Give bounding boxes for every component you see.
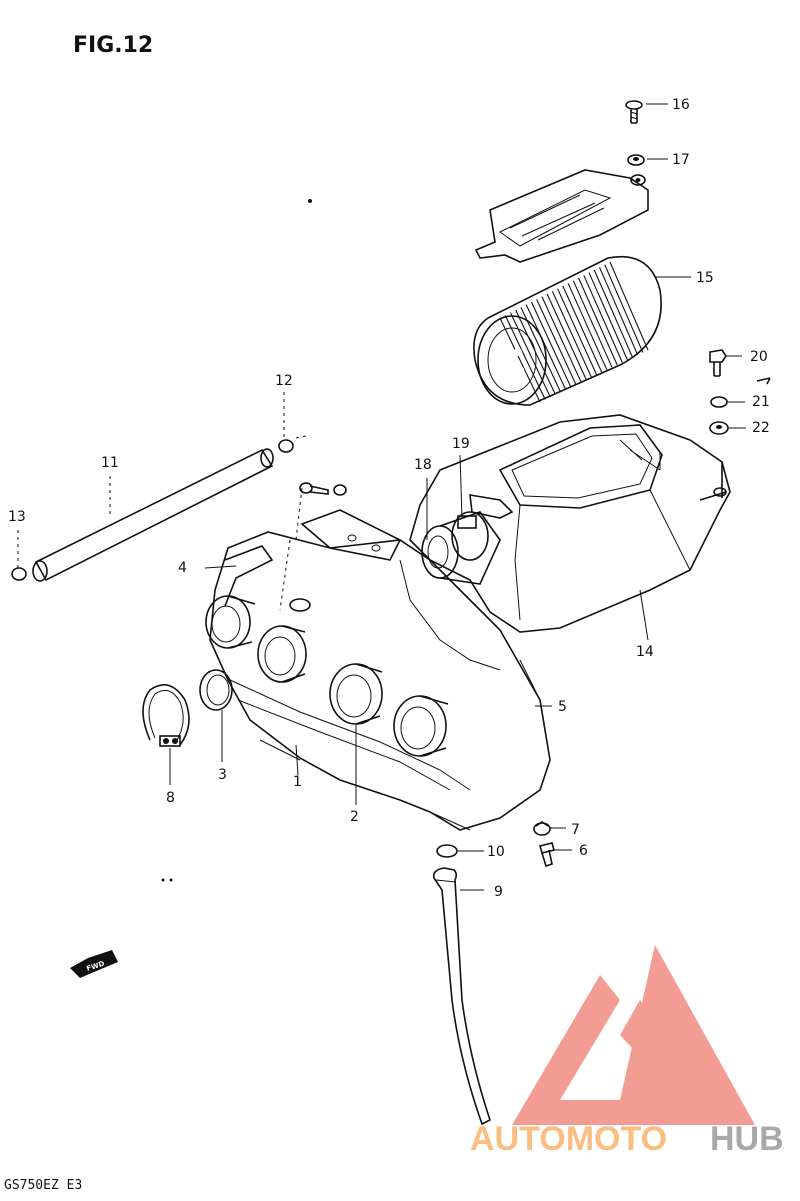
part-label-10: 10 xyxy=(487,844,505,860)
part-label-3: 3 xyxy=(218,767,227,783)
part-label-6: 6 xyxy=(579,843,588,859)
watermark-word-hub: HUB xyxy=(710,1120,784,1158)
filter-pleats xyxy=(499,261,649,403)
filter-pleat-line xyxy=(562,285,603,373)
filter-pleat-line xyxy=(593,269,634,358)
part-label-11: 11 xyxy=(101,455,119,471)
watermark-logo-inner-icon xyxy=(620,945,740,1100)
filter-pleat-line xyxy=(499,317,541,403)
filter-pleat-line xyxy=(599,267,639,356)
part-label-15: 15 xyxy=(696,270,714,286)
part-label-2: 2 xyxy=(350,809,359,825)
filter-pleat-line xyxy=(541,296,582,383)
filter-pleat-line xyxy=(536,299,577,385)
intake-chamber-1 xyxy=(209,509,551,831)
part-label-5: 5 xyxy=(558,699,567,715)
intake-port-4 xyxy=(393,695,449,757)
air-cleaner-case-14 xyxy=(409,414,731,633)
filter-pleat-line xyxy=(525,304,567,390)
part-label-20: 20 xyxy=(750,349,768,365)
screw-small xyxy=(299,482,347,496)
seal-4 xyxy=(224,545,274,607)
dot xyxy=(161,878,165,882)
clamp-19 xyxy=(451,494,514,561)
breather-pipe-11 xyxy=(32,448,274,582)
screw-6 xyxy=(539,842,555,868)
filter-pleat-line xyxy=(557,288,598,375)
intake-port-1 xyxy=(205,595,256,649)
forward-arrow-icon: FWD xyxy=(70,950,118,978)
filter-pleat-line xyxy=(572,280,613,368)
filter-pleat-line xyxy=(609,261,649,351)
filter-pleat-line xyxy=(530,301,572,388)
washer-22 xyxy=(709,421,729,435)
filter-pleat-line xyxy=(588,272,628,361)
part-number-labels: 1 2 3 4 5 6 7 8 9 10 11 12 13 14 15 16 1… xyxy=(8,97,770,900)
part-label-17: 17 xyxy=(672,152,690,168)
part-label-13: 13 xyxy=(8,509,26,525)
screw-16 xyxy=(625,100,643,124)
clip-12 xyxy=(278,439,294,453)
automotohub-watermark: AUTOMOTO HUB xyxy=(470,945,784,1158)
part-label-12: 12 xyxy=(275,373,293,389)
part-label-16: 16 xyxy=(672,97,690,113)
clip-13 xyxy=(11,567,27,581)
filter-pleat-line xyxy=(551,291,592,378)
filter-pleat-line xyxy=(583,275,623,363)
model-footer: GS750EZ E3 xyxy=(4,1178,82,1193)
dot xyxy=(169,878,173,882)
filter-pleat-line xyxy=(567,283,608,371)
drain-hose-9 xyxy=(432,867,491,1126)
intake-boot-18 xyxy=(421,511,501,585)
clip-10 xyxy=(436,844,458,858)
part-label-14: 14 xyxy=(636,644,654,660)
part-label-21: 21 xyxy=(752,394,770,410)
washer-21 xyxy=(710,396,728,408)
clamp-8 xyxy=(142,684,190,747)
filter-pleat-line xyxy=(578,277,618,366)
part-label-7: 7 xyxy=(571,822,580,838)
filter-pleat-line xyxy=(546,293,587,380)
part-label-19: 19 xyxy=(452,436,470,452)
part-label-18: 18 xyxy=(414,457,432,473)
filter-pleat-line xyxy=(509,312,551,398)
washer-17 xyxy=(627,154,645,166)
bolt-20 xyxy=(709,349,727,377)
side-seal-5 xyxy=(519,659,551,761)
figure-title: FIG.12 xyxy=(73,33,153,58)
part-label-22: 22 xyxy=(752,420,770,436)
ring-3 xyxy=(199,669,233,711)
element-cover-plate xyxy=(474,169,649,263)
small-clip-mark xyxy=(756,377,771,385)
part-label-8: 8 xyxy=(166,790,175,806)
part-label-1: 1 xyxy=(293,774,302,790)
leader-lines xyxy=(17,103,746,891)
dot xyxy=(308,199,312,203)
filter-pleat-line xyxy=(604,264,644,353)
intake-port-3 xyxy=(329,663,383,725)
intake-port-2 xyxy=(257,625,307,683)
nut-7 xyxy=(533,821,551,836)
watermark-word-automoto: AUTOMOTO xyxy=(470,1120,667,1158)
part-label-4: 4 xyxy=(178,560,187,576)
air-filter-element xyxy=(473,256,662,406)
part-label-9: 9 xyxy=(494,884,503,900)
filter-pleat-line xyxy=(504,315,546,400)
